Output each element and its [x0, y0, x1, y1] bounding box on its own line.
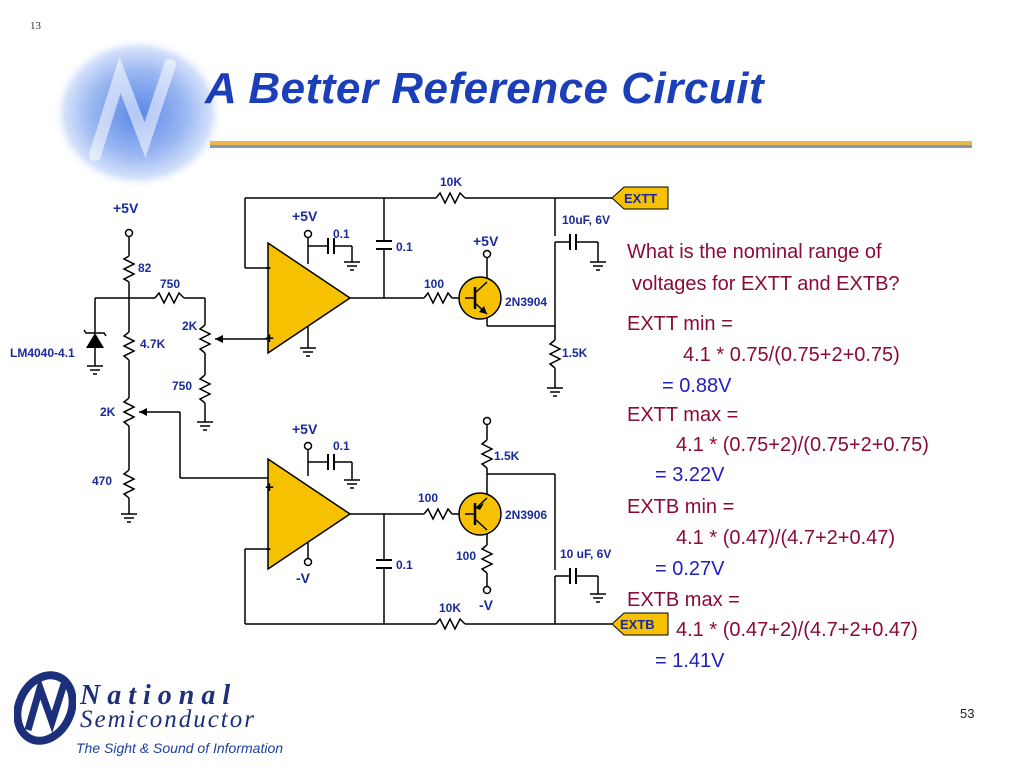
national-semiconductor-logo-icon	[14, 671, 76, 745]
label-pot2k-left: 2K	[100, 405, 116, 419]
label-opamp2-minus: -	[266, 540, 271, 557]
answer-extb-max-label: EXTB max =	[627, 589, 740, 611]
label-r82: 82	[138, 261, 152, 275]
brand-name-line-2: Semiconductor	[80, 706, 256, 733]
label-q2-part: 2N3906	[505, 508, 547, 522]
label-cap1: 0.1	[333, 227, 350, 241]
answer-extt-max-formula: 4.1 * (0.75+2)/(0.75+2+0.75)	[676, 434, 929, 456]
label-pot2k-top: 2K	[182, 319, 198, 333]
label-lm4040: LM4040-4.1	[10, 346, 75, 360]
label-q1-part: 2N3904	[505, 295, 547, 309]
corner-slide-number: 13	[30, 20, 41, 32]
label-r750-top: 750	[160, 277, 180, 291]
label-r1-5k-top: 1.5K	[562, 346, 588, 360]
logo-watermark-icon	[52, 37, 224, 189]
answer-extb-min-result: = 0.27V	[655, 558, 725, 580]
label-opamp2-plus: +	[265, 479, 274, 496]
extb-tag	[611, 612, 669, 636]
answer-extb-max-result: = 1.41V	[655, 650, 725, 672]
question-line-2: voltages for EXTT and EXTB?	[632, 273, 900, 295]
label-cap-10uf-bottom: 10 uF, 6V	[560, 547, 611, 561]
label-plus5v-left: +5V	[113, 200, 139, 216]
label-r10k-top: 10K	[440, 175, 462, 189]
label-r750-bottom: 750	[172, 379, 192, 393]
question-line-1: What is the nominal range of	[627, 241, 882, 263]
answer-extt-max-label: EXTT max =	[627, 404, 739, 426]
label-opamp1-minus: -	[266, 259, 271, 276]
label-r4-7k: 4.7K	[140, 337, 166, 351]
answer-extb-min-label: EXTB min =	[627, 496, 735, 518]
answer-extb-max-formula: 4.1 * (0.47+2)/(4.7+2+0.47)	[676, 619, 918, 641]
brand-name-line-1: National	[80, 680, 238, 711]
label-cap4: 0.1	[396, 558, 413, 572]
label-r470: 470	[92, 474, 112, 488]
label-neg-v-q2: -V	[479, 597, 494, 613]
answer-extb-min-formula: 4.1 * (0.47)/(4.7+2+0.47)	[676, 527, 896, 549]
transistor-q2	[458, 492, 502, 536]
label-cap-10uf-top: 10uF, 6V	[562, 213, 610, 227]
label-r100-bottom-emitter: 100	[456, 549, 476, 563]
page-number: 53	[960, 706, 975, 721]
answer-extt-min-formula: 4.1 * 0.75/(0.75+2+0.75)	[683, 344, 900, 366]
answer-extt-min-label: EXTT min =	[627, 313, 733, 335]
label-opamp2-neg-supply: -V	[296, 570, 311, 586]
label-extt: EXTT	[624, 191, 657, 206]
label-opamp1-plus: +	[265, 330, 274, 347]
transistor-q1	[458, 276, 502, 320]
label-r10k-bottom: 10K	[439, 601, 461, 615]
label-cap3: 0.1	[333, 439, 350, 453]
title-underline	[210, 141, 972, 148]
opamp-1	[267, 241, 352, 355]
extt-tag	[611, 186, 669, 210]
label-r100-top: 100	[424, 277, 444, 291]
label-r1-5k-bottom: 1.5K	[494, 449, 520, 463]
opamp-2	[267, 457, 352, 571]
label-extb: EXTB	[620, 617, 655, 632]
slide-title: A Better Reference Circuit	[205, 64, 765, 113]
label-opamp2-supply: +5V	[292, 421, 318, 437]
brand-tagline: The Sight & Sound of Information	[76, 740, 284, 756]
answer-extt-min-result: = 0.88V	[662, 375, 732, 397]
label-opamp1-supply: +5V	[292, 208, 318, 224]
circuit-schematic: +5V 82 750 LM4040-4.1 4.7K 2K 750 2K 470…	[10, 175, 669, 636]
answer-extt-max-result: = 3.22V	[655, 464, 725, 486]
label-r100-bottom-base: 100	[418, 491, 438, 505]
label-cap2: 0.1	[396, 240, 413, 254]
label-plus5v-q1: +5V	[473, 233, 499, 249]
